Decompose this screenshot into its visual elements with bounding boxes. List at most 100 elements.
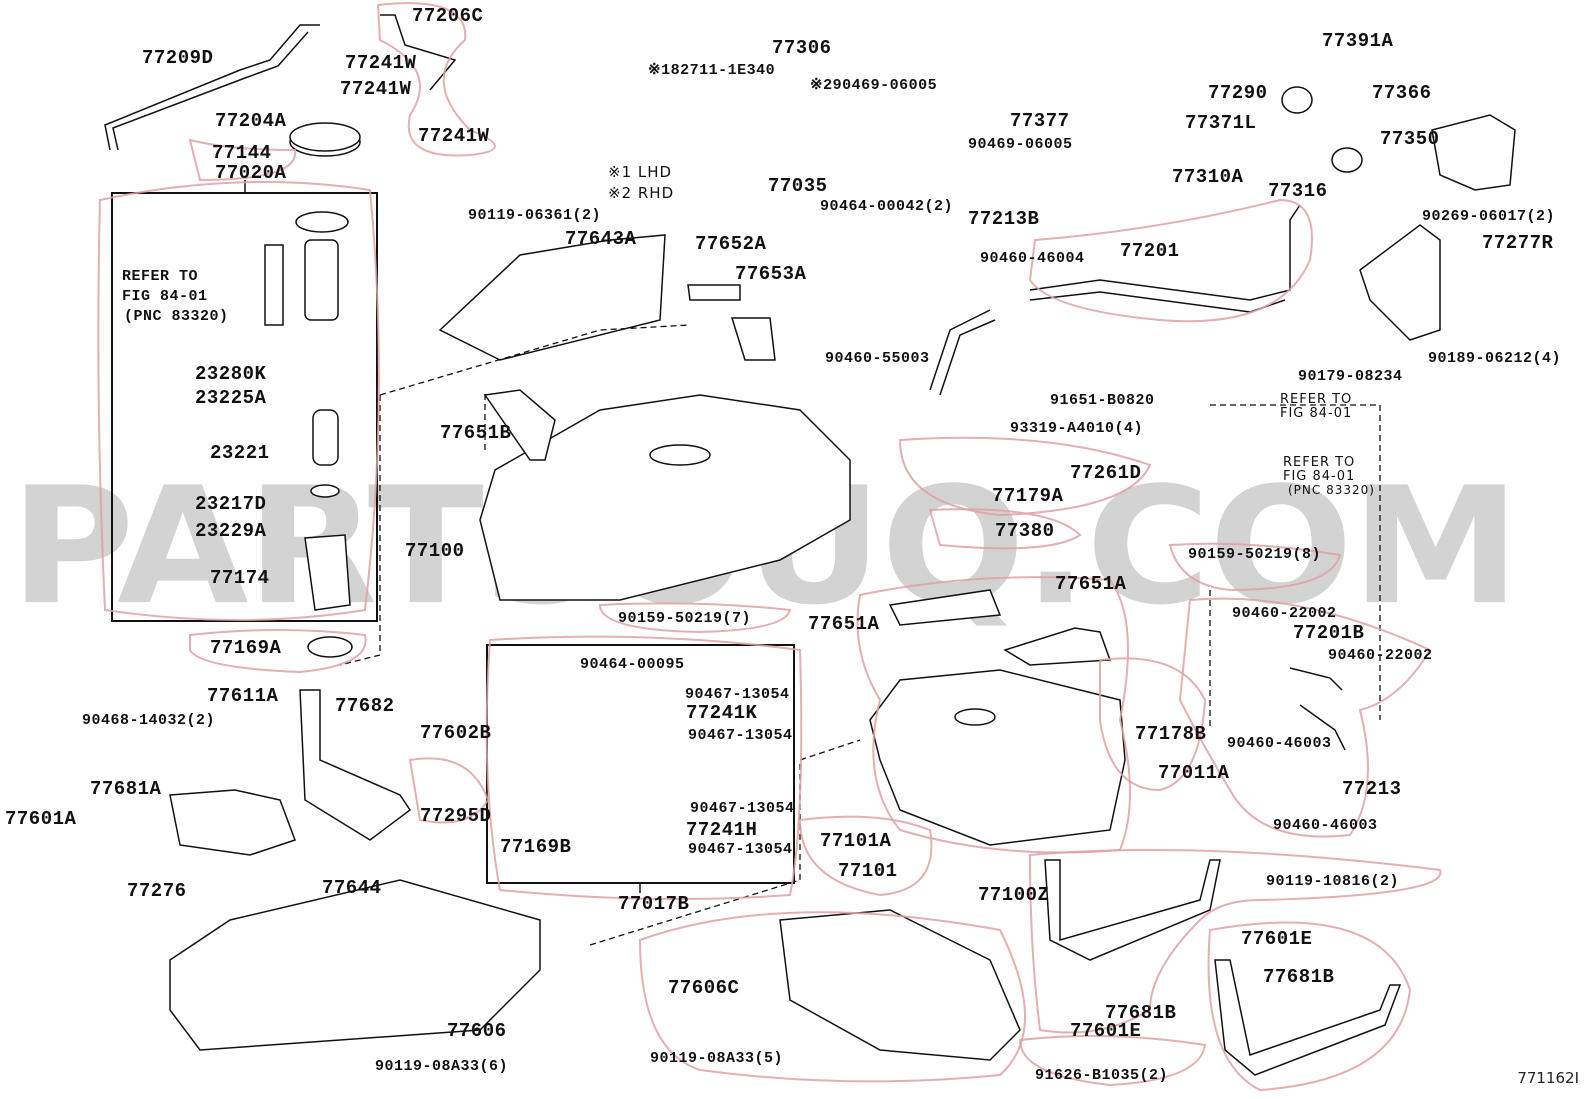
- label-90119-10816[interactable]: 90119-10816(2): [1266, 873, 1400, 890]
- band-77651A-right: [1003, 627, 1112, 666]
- refer-note-gauge-3: (PNC 83320): [1288, 483, 1375, 497]
- label-77681B-left[interactable]: 77681B: [1105, 1002, 1177, 1024]
- label-77380[interactable]: 77380: [995, 520, 1055, 542]
- label-77241K[interactable]: 77241K: [686, 702, 758, 724]
- label-77611A[interactable]: 77611A: [207, 685, 279, 707]
- label-77201B[interactable]: 77201B: [1293, 622, 1365, 644]
- label-77377[interactable]: 77377: [1010, 110, 1070, 132]
- label-90467-13054-a[interactable]: 90467-13054: [685, 686, 790, 703]
- label-77209D[interactable]: 77209D: [142, 47, 214, 69]
- label-23217D[interactable]: 23217D: [195, 493, 267, 515]
- label-90460-22002-a[interactable]: 90460-22002: [1232, 605, 1337, 622]
- label-77651B[interactable]: 77651B: [440, 422, 512, 444]
- label-77100[interactable]: 77100: [405, 540, 465, 562]
- label-23229A[interactable]: 23229A: [195, 520, 267, 542]
- label-23221[interactable]: 23221: [210, 442, 270, 464]
- label-77295D[interactable]: 77295D: [420, 805, 492, 827]
- label-90469-06005-b[interactable]: 90469-06005: [968, 136, 1073, 153]
- label-77681B-right[interactable]: 77681B: [1263, 966, 1335, 988]
- label-90119-08A33-5[interactable]: 90119-08A33(5): [650, 1050, 784, 1067]
- label-77601E-right[interactable]: 77601E: [1241, 928, 1313, 950]
- label-77391A[interactable]: 77391A: [1322, 30, 1394, 52]
- label-90269-06017[interactable]: 90269-06017(2): [1422, 208, 1556, 225]
- label-90159-50219-7[interactable]: 90159-50219(7): [618, 610, 752, 627]
- label-77350[interactable]: 77350: [1380, 128, 1440, 150]
- label-90464-00095[interactable]: 90464-00095: [580, 656, 685, 673]
- label-90460-46004[interactable]: 90460-46004: [980, 250, 1085, 267]
- label-77371L[interactable]: 77371L: [1185, 112, 1257, 134]
- label-77174[interactable]: 77174: [210, 567, 270, 589]
- label-77682[interactable]: 77682: [335, 695, 395, 717]
- label-23225A[interactable]: 23225A: [195, 387, 267, 409]
- label-90179-08234[interactable]: 90179-08234: [1298, 368, 1403, 385]
- label-77366[interactable]: 77366: [1372, 82, 1432, 104]
- label-77652A[interactable]: 77652A: [695, 233, 767, 255]
- label-77035[interactable]: 77035: [768, 175, 828, 197]
- label-77644[interactable]: 77644: [322, 877, 382, 899]
- refer-note-gauge-top-2[interactable]: FIG 84-01: [1280, 406, 1353, 421]
- label-77653A[interactable]: 77653A: [735, 263, 807, 285]
- label-77169A[interactable]: 77169A: [210, 637, 282, 659]
- label-77601A[interactable]: 77601A: [5, 808, 77, 830]
- label-90460-46003-a[interactable]: 90460-46003: [1227, 735, 1332, 752]
- label-77681A[interactable]: 77681A: [90, 778, 162, 800]
- label-77178B[interactable]: 77178B: [1135, 723, 1207, 745]
- label-90469-06005-a[interactable]: ※290469-06005: [810, 77, 938, 94]
- label-91651-B0820[interactable]: 91651-B0820: [1050, 392, 1155, 409]
- label-77276[interactable]: 77276: [127, 880, 187, 902]
- label-77201[interactable]: 77201: [1120, 240, 1180, 262]
- label-90119-06361[interactable]: 90119-06361(2): [468, 207, 602, 224]
- label-77601E-left[interactable]: 77601E: [1070, 1020, 1142, 1042]
- label-77020A[interactable]: 77020A: [215, 162, 287, 184]
- label-77241W-a[interactable]: 77241W: [345, 52, 417, 74]
- label-77101A[interactable]: 77101A: [820, 830, 892, 852]
- label-77241W-c[interactable]: 77241W: [418, 125, 490, 147]
- label-77310A[interactable]: 77310A: [1172, 166, 1244, 188]
- label-77290[interactable]: 77290: [1208, 82, 1268, 104]
- label-77606[interactable]: 77606: [447, 1020, 507, 1042]
- label-90467-13054-c[interactable]: 90467-13054: [690, 800, 795, 817]
- label-90460-46003-b[interactable]: 90460-46003: [1273, 817, 1378, 834]
- label-77602B[interactable]: 77602B: [420, 722, 492, 744]
- label-77100Z[interactable]: 77100Z: [978, 884, 1050, 906]
- label-91626-B1035[interactable]: 91626-B1035(2): [1035, 1067, 1169, 1084]
- fuel-pump-23221: [312, 409, 339, 466]
- label-90460-55003[interactable]: 90460-55003: [825, 350, 930, 367]
- label-77169B[interactable]: 77169B: [500, 836, 572, 858]
- highlight-77606C: [638, 911, 1026, 1083]
- label-90189-06212[interactable]: 90189-06212(4): [1428, 350, 1562, 367]
- label-82711-1E340[interactable]: ※182711-1E340: [648, 62, 776, 79]
- label-90467-13054-d[interactable]: 90467-13054: [688, 841, 793, 858]
- label-77101[interactable]: 77101: [838, 860, 898, 882]
- label-77277R[interactable]: 77277R: [1482, 232, 1554, 254]
- label-77213B[interactable]: 77213B: [968, 208, 1040, 230]
- label-77643A[interactable]: 77643A: [565, 228, 637, 250]
- label-23280K[interactable]: 23280K: [195, 363, 267, 385]
- label-77017B[interactable]: 77017B: [618, 893, 690, 915]
- label-77144[interactable]: 77144: [212, 142, 272, 164]
- label-77241W-b[interactable]: 77241W: [340, 78, 412, 100]
- label-90464-00042[interactable]: 90464-00042(2): [820, 198, 954, 215]
- label-90159-50219-8[interactable]: 90159-50219(8): [1188, 546, 1322, 563]
- label-77206C[interactable]: 77206C: [412, 5, 484, 27]
- label-77213[interactable]: 77213: [1342, 778, 1402, 800]
- label-77306[interactable]: 77306: [772, 37, 832, 59]
- label-90468-14032[interactable]: 90468-14032(2): [82, 712, 216, 729]
- label-77261D[interactable]: 77261D: [1070, 462, 1142, 484]
- label-93319-A4010[interactable]: 93319-A4010(4): [1010, 420, 1144, 437]
- label-77241H[interactable]: 77241H: [686, 819, 758, 841]
- label-77651A-left[interactable]: 77651A: [808, 613, 880, 635]
- label-77606C[interactable]: 77606C: [668, 977, 740, 999]
- refer-note-pump-2[interactable]: FIG 84-01: [122, 288, 208, 305]
- label-90119-08A33-6[interactable]: 90119-08A33(6): [375, 1058, 509, 1075]
- highlight-77201: [1028, 198, 1313, 323]
- label-77179A[interactable]: 77179A: [992, 485, 1064, 507]
- label-77651A-right[interactable]: 77651A: [1055, 573, 1127, 595]
- label-77011A[interactable]: 77011A: [1158, 762, 1230, 784]
- label-90467-13054-b[interactable]: 90467-13054: [688, 727, 793, 744]
- label-90460-22002-b[interactable]: 90460-22002: [1328, 647, 1433, 664]
- label-77204A[interactable]: 77204A: [215, 110, 287, 132]
- label-77316[interactable]: 77316: [1268, 180, 1328, 202]
- refer-note-gauge-2[interactable]: FIG 84-01: [1283, 469, 1356, 484]
